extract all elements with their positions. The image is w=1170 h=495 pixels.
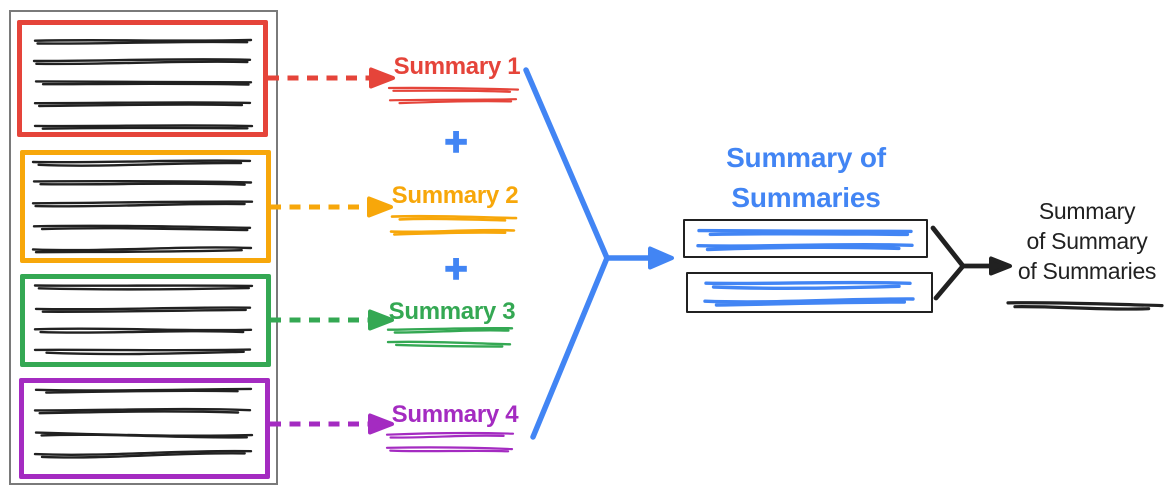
summary-4-label: Summary 4	[391, 401, 519, 428]
final-line-3: of Summaries	[1017, 258, 1157, 284]
final-summary-label: Summary of Summary of Summaries	[1017, 196, 1157, 286]
document-section-1	[17, 20, 268, 137]
source-documents-panel	[9, 10, 278, 485]
scribble-line	[385, 446, 514, 453]
scribble-line	[385, 431, 515, 439]
summary-1-label: Summary 1	[393, 53, 521, 80]
summary-of-summaries-box-2	[686, 272, 933, 313]
scribble-line	[387, 86, 520, 93]
title-line-1: Summary of	[726, 142, 886, 173]
scribble-line	[388, 98, 518, 105]
scribble-line	[389, 228, 516, 236]
final-line-1: Summary	[1038, 198, 1136, 224]
document-section-2	[20, 150, 271, 263]
summary-of-summaries-title: Summary of Summaries	[726, 138, 886, 218]
scribble-line	[386, 340, 512, 348]
blue-merge-arrow-icon	[523, 67, 674, 440]
summary-2-label: Summary 2	[391, 182, 519, 209]
summary-3-label: Summary 3	[388, 298, 516, 325]
dashed-arrow-yellow-icon	[270, 196, 393, 218]
dashed-arrow-purple-icon	[270, 413, 394, 435]
scribble-line	[1006, 301, 1164, 311]
title-line-2: Summaries	[731, 182, 881, 213]
scribble-line	[390, 214, 518, 222]
document-section-3	[20, 274, 271, 367]
document-section-4	[19, 378, 270, 479]
plus-operator-1: +	[444, 120, 469, 164]
final-line-2: of Summary	[1026, 228, 1148, 254]
dashed-arrow-green-icon	[270, 309, 394, 331]
plus-operator-2: +	[444, 247, 469, 291]
summary-of-summaries-box-1	[683, 219, 928, 258]
scribble-line	[386, 326, 514, 334]
dashed-arrow-red-icon	[268, 67, 395, 89]
black-merge-arrow-icon	[930, 225, 1012, 301]
